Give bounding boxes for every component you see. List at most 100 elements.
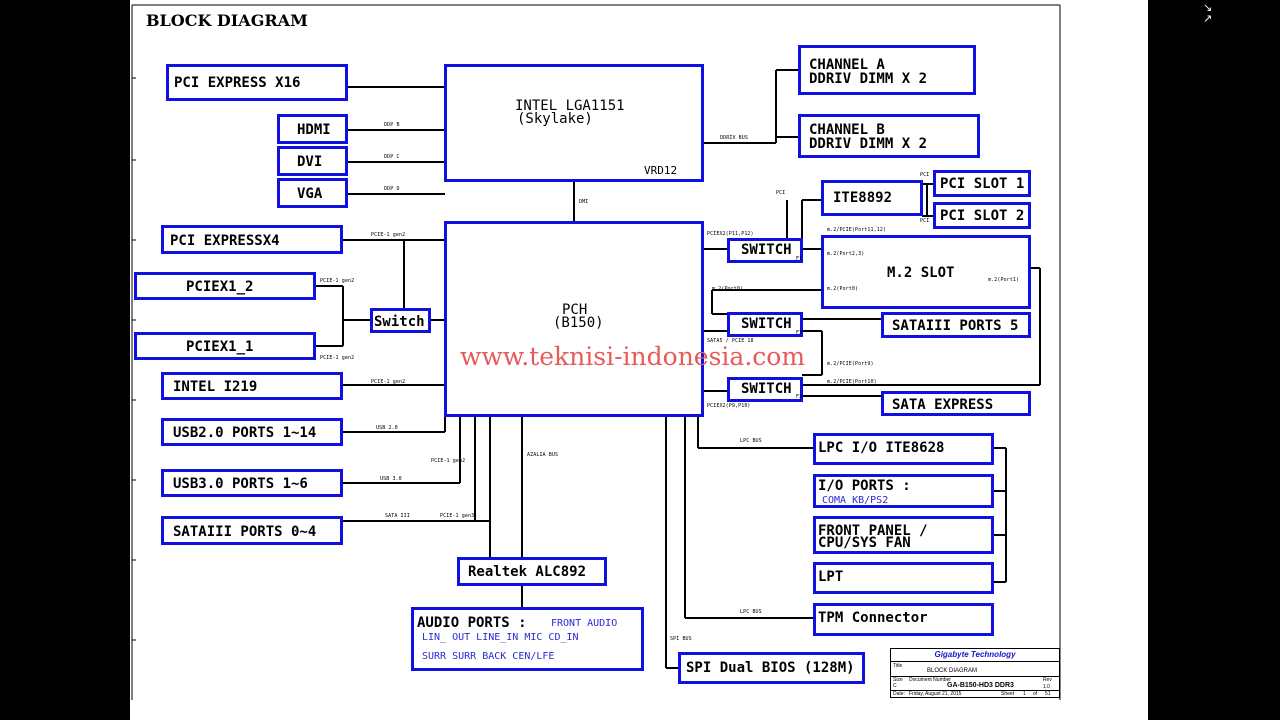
- sata-express-label: SATA EXPRESS: [892, 397, 994, 413]
- intel-i219-box: INTEL I219: [161, 372, 343, 400]
- pci-ite-label: PCI: [776, 190, 786, 196]
- front-panel-box: FRONT PANEL / CPU/SYS FAN: [813, 516, 994, 554]
- title-block-sheets: 51: [1045, 691, 1051, 697]
- realtek-box: Realtek ALC892: [457, 557, 607, 586]
- m2-port1-label: m.2(Port1): [988, 277, 1020, 283]
- audio-ports-box: AUDIO PORTS : FRONT AUDIO LIN_ OUT LINE_…: [411, 607, 644, 671]
- pcie1-gen2-x4-label: PCIE-1 gen2: [371, 232, 406, 238]
- m2-port23-label: m.2(Port2,3): [827, 251, 865, 257]
- diagram-title: BLOCK DIAGRAM: [146, 11, 308, 30]
- pci-slot-2-box: PCI SLOT 2: [933, 202, 1031, 229]
- audio-ports-label: AUDIO PORTS :: [417, 615, 527, 631]
- title-block-rev-label: Rev: [1043, 677, 1052, 683]
- io-ports-label: I/O PORTS :: [818, 478, 911, 494]
- lpc-io-box: LPC I/O ITE8628: [813, 433, 994, 465]
- tpm-label: TPM Connector: [818, 610, 928, 626]
- pci-slot-2-label: PCI SLOT 2: [940, 208, 1025, 224]
- cpu-box: INTEL LGA1151 (Skylake) VRD12: [444, 64, 704, 182]
- title-block-doc-number: GA-B150-HD3 DDR3: [947, 682, 1014, 689]
- channel-b-box: CHANNEL B DDRIV DIMM X 2: [798, 114, 980, 158]
- azalia-bus-label: AZALIA BUS: [527, 452, 559, 458]
- cpu-vrd-label: VRD12: [644, 164, 678, 177]
- pciex1-2-box: PCIEX1_2: [134, 272, 316, 300]
- watermark: www.teknisi-indonesia.com: [460, 342, 806, 371]
- switch-2-box: SWITCH: [727, 312, 803, 337]
- spi-bios-label: SPI Dual BIOS (128M): [686, 660, 855, 676]
- pci-slot1-bus-label: PCI: [920, 172, 930, 178]
- title-block-company: Gigabyte Technology: [891, 649, 1059, 662]
- title-block-title: BLOCK DIAGRAM: [927, 668, 978, 674]
- title-block-rev: 1.0: [1043, 684, 1050, 690]
- title-block-title-label: Title: [893, 663, 903, 669]
- pciex2-p11-label: PCIEX2(P11,P12): [707, 231, 754, 237]
- lpt-box: LPT: [813, 562, 994, 594]
- sataiii-5-label: SATAIII PORTS 5: [892, 318, 1019, 334]
- lpc-io-label: LPC I/O ITE8628: [818, 440, 945, 456]
- switch-2-label: SWITCH: [741, 316, 792, 332]
- io-ports-sub: COMA KB/PS2: [822, 495, 889, 506]
- m2-pcie-port9-label: m.2/PCIE(Port9): [827, 361, 874, 367]
- ite8892-label: ITE8892: [833, 190, 893, 206]
- dvi-box: DVI: [277, 146, 348, 176]
- usb20-box: USB2.0 PORTS 1~14: [161, 418, 343, 446]
- ite8892-box: ITE8892: [821, 180, 923, 216]
- sataiii-0-4-label: SATAIII PORTS 0~4: [173, 524, 317, 540]
- switch-3-box: SWITCH: [727, 377, 803, 402]
- vga-label: VGA: [297, 186, 323, 202]
- usb30-label: USB3.0 PORTS 1~6: [173, 476, 308, 492]
- title-block-sheet: 1: [1023, 691, 1026, 697]
- dvi-label: DVI: [297, 154, 323, 170]
- pciex2-p9-label: PCIEX2(P9,P10): [707, 403, 751, 409]
- switch-3-label: SWITCH: [741, 381, 792, 397]
- channel-a-line1: CHANNEL A: [809, 57, 885, 73]
- pciex1-1-label: PCIEX1_1: [186, 339, 254, 355]
- tpm-box: TPM Connector: [813, 603, 994, 636]
- m2-slot-box: M.2 SLOT: [821, 235, 1031, 309]
- dmi-label: DMI: [579, 199, 589, 205]
- title-block-size-label: Size: [893, 677, 903, 683]
- usb20-bus-label: USB 2.0: [376, 425, 398, 431]
- channel-b-line1: CHANNEL B: [809, 122, 885, 138]
- channel-a-box: CHANNEL A DDRIV DIMM X 2: [798, 45, 976, 95]
- pci-slot-1-box: PCI SLOT 1: [933, 170, 1031, 197]
- pcie1-gen2-usb3-label: PCIE-1 gen2: [431, 458, 466, 464]
- m2-port0-b-label: m.2(Port0): [827, 286, 859, 292]
- lpt-label: LPT: [818, 569, 844, 585]
- title-block: Gigabyte Technology Title BLOCK DIAGRAM …: [890, 648, 1060, 698]
- title-block-doc-label: Document Number: [909, 677, 951, 683]
- pcie1-gen3-label: PCIE-1 gen3: [440, 513, 475, 519]
- spi-bus-label: SPI BUS: [670, 636, 692, 642]
- schematic-sheet: BLOCK DIAGRAM PCI EXPRESS X16 HDMI DVI V…: [130, 0, 1148, 720]
- sata5-pcie18-label: SATA5 / PCIE 18: [707, 338, 754, 344]
- switch-left-box: Switch: [370, 308, 431, 333]
- intel-i219-label: INTEL I219: [173, 379, 258, 395]
- pch-box: PCH (B150): [444, 221, 704, 417]
- pci-slot2-bus-label: PCI: [920, 218, 930, 224]
- f2-label: F2: [796, 394, 803, 400]
- pci-slot-1-label: PCI SLOT 1: [940, 176, 1025, 192]
- switch-1-label: SWITCH: [741, 242, 792, 258]
- switch-1-box: SWITCH: [727, 238, 803, 263]
- cpu-label-line1: INTEL LGA1151: [515, 98, 625, 114]
- cpu-label-line2: (Skylake): [517, 111, 593, 127]
- usb30-box: USB3.0 PORTS 1~6: [161, 469, 343, 497]
- m2-pcie-port10-label: m.2/PCIE(Port10): [827, 379, 877, 385]
- audio-front-label: FRONT AUDIO: [551, 618, 618, 629]
- hdmi-label: HDMI: [297, 122, 331, 138]
- ddp-c-label: DDP C: [384, 154, 400, 160]
- usb30-bus-label: USB 3.0: [380, 476, 402, 482]
- sata-express-box: SATA EXPRESS: [881, 391, 1031, 416]
- title-block-of-label: of: [1033, 691, 1038, 697]
- channel-b-line2: DDRIV DIMM X 2: [809, 136, 928, 152]
- pci-express-x16-label: PCI EXPRESS X16: [174, 75, 301, 91]
- collapse-icon[interactable]: ↘↗: [1203, 1, 1213, 25]
- pcie1-gen2-i219-label: PCIE-1 gen2: [371, 379, 406, 385]
- front-panel-line2: CPU/SYS FAN: [818, 535, 911, 551]
- m2-slot-label: M.2 SLOT: [887, 265, 955, 281]
- m2-pcie-port11-label: m.2/PCIE(Port11,12): [827, 227, 887, 233]
- ddp-d-label: DDP D: [384, 186, 400, 192]
- pci-express-x4-label: PCI EXPRESSX4: [170, 233, 280, 249]
- pciex1-2-label: PCIEX1_2: [186, 279, 254, 295]
- vga-box: VGA: [277, 178, 348, 208]
- connection-lines: [131, 4, 1061, 700]
